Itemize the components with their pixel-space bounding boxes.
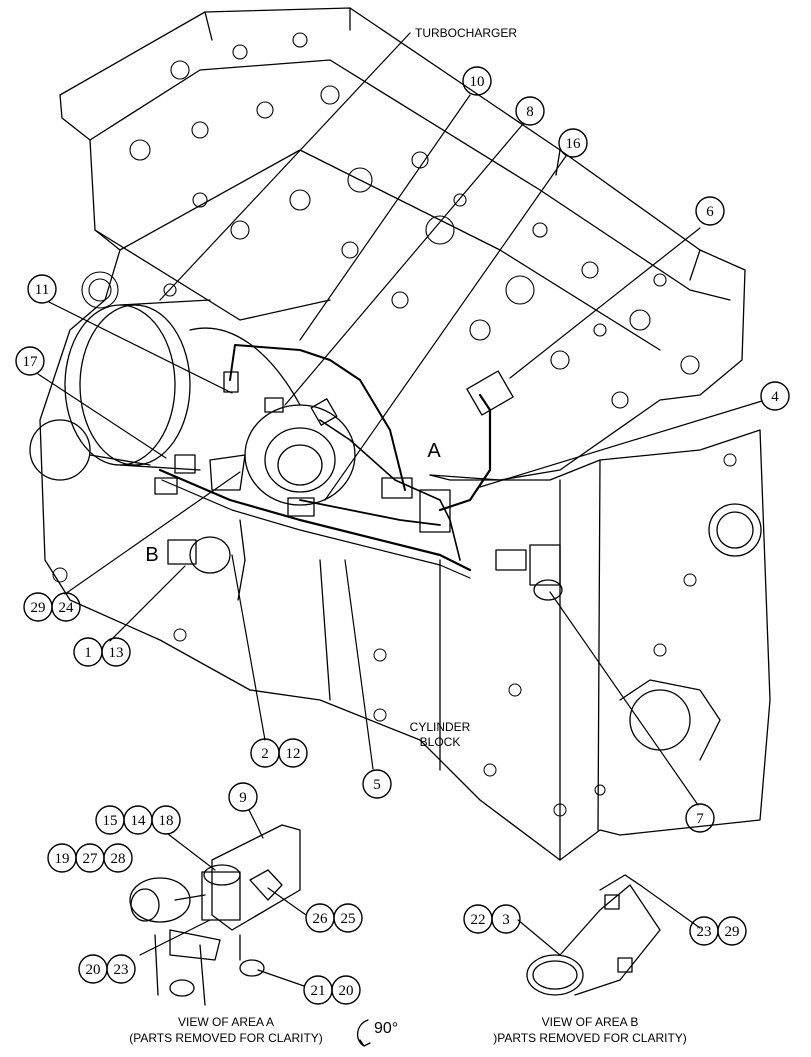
callout-7: 7 [685, 803, 715, 833]
cylinder-block-label-line1: CYLINDER [410, 720, 471, 734]
leader-lines [37, 32, 763, 987]
callout-24: 24 [51, 592, 81, 622]
callout-19: 19 [47, 843, 77, 873]
view-a-caption-line2: (PARTS REMOVED FOR CLARITY) [129, 1031, 323, 1045]
view-b-caption-line2: )PARTS REMOVED FOR CLARITY) [493, 1031, 687, 1045]
rotation-label: 90° [374, 1020, 398, 1037]
callout-16: 16 [558, 128, 588, 158]
callout-27-text: 27 [83, 851, 99, 867]
callout-13: 13 [101, 637, 131, 667]
rotation-arrow-icon [357, 1019, 371, 1047]
view-a-caption-line1: VIEW OF AREA A [178, 1015, 274, 1029]
callout-5-text: 5 [373, 777, 381, 793]
callout-2-text: 2 [261, 746, 269, 762]
callout-11: 11 [27, 274, 57, 304]
callout-16-text: 16 [566, 136, 582, 152]
callout-17: 17 [15, 346, 45, 376]
callout-6-text: 6 [706, 204, 714, 220]
callout-3-text: 3 [502, 912, 510, 928]
callout-20-b-text: 20 [339, 983, 354, 999]
callout-17-text: 17 [23, 354, 39, 370]
callout-24-text: 24 [59, 600, 75, 616]
callout-23-a-text: 23 [114, 962, 129, 978]
callout-21: 21 [303, 975, 333, 1005]
callout-22-text: 22 [471, 912, 486, 928]
callout-4-text: 4 [771, 389, 779, 405]
callout-25: 25 [333, 903, 363, 933]
view-b-caption-line1: VIEW OF AREA B [542, 1015, 639, 1029]
callout-14-text: 14 [131, 813, 147, 829]
callout-20-a-text: 20 [86, 962, 101, 978]
callout-3: 3 [491, 904, 521, 934]
callout-28: 28 [103, 843, 133, 873]
callout-20-a: 20 [78, 954, 108, 984]
area-a-marker: A [427, 440, 441, 462]
engine-drawing [29, 7, 771, 861]
callout-29: 29 [23, 592, 53, 622]
callout-10-text: 10 [470, 74, 485, 90]
cylinder-block-label-line2: BLOCK [420, 735, 461, 749]
callout-15-text: 15 [103, 813, 118, 829]
callout-26-text: 26 [313, 911, 329, 927]
callout-15: 15 [95, 805, 125, 835]
callout-12: 12 [278, 738, 308, 768]
callout-8-text: 8 [526, 104, 534, 120]
callout-20-b: 20 [331, 975, 361, 1005]
callout-7-text: 7 [696, 811, 704, 827]
text-labels: TURBOCHARGER CYLINDER BLOCK A B VIEW OF … [129, 26, 687, 1047]
callout-14: 14 [123, 805, 153, 835]
callout-29-b: 29 [717, 916, 747, 946]
callout-21-text: 21 [311, 983, 326, 999]
callout-26: 26 [305, 903, 335, 933]
callout-12-text: 12 [286, 746, 301, 762]
callout-11-text: 11 [35, 282, 49, 298]
callout-balloons: 10 8 16 6 11 17 4 29 [15, 66, 790, 1005]
area-b-detail-drawing [526, 874, 661, 996]
callout-18-text: 18 [159, 813, 174, 829]
callout-13-text: 13 [109, 645, 124, 661]
callout-19-text: 19 [55, 851, 70, 867]
callout-23-b: 23 [689, 916, 719, 946]
callout-8: 8 [515, 96, 545, 126]
callout-29-b-text: 29 [725, 924, 740, 940]
callout-9-text: 9 [239, 790, 247, 806]
callout-9: 9 [228, 782, 258, 812]
callout-23-a: 23 [106, 954, 136, 984]
callout-25-text: 25 [341, 911, 356, 927]
callout-1: 1 [73, 637, 103, 667]
callout-29-text: 29 [31, 600, 46, 616]
area-a-detail-drawing [129, 824, 301, 1006]
turbocharger-label: TURBOCHARGER [415, 26, 517, 40]
callout-10: 10 [462, 66, 492, 96]
callout-5: 5 [362, 769, 392, 799]
callout-2: 2 [250, 738, 280, 768]
callout-18: 18 [151, 805, 181, 835]
callout-27: 27 [75, 843, 105, 873]
callout-4: 4 [760, 381, 790, 411]
area-b-marker: B [145, 544, 158, 566]
callout-22: 22 [463, 904, 493, 934]
callout-6: 6 [695, 196, 725, 226]
callout-28-text: 28 [111, 851, 126, 867]
callout-23-b-text: 23 [697, 924, 712, 940]
callout-1-text: 1 [84, 645, 92, 661]
